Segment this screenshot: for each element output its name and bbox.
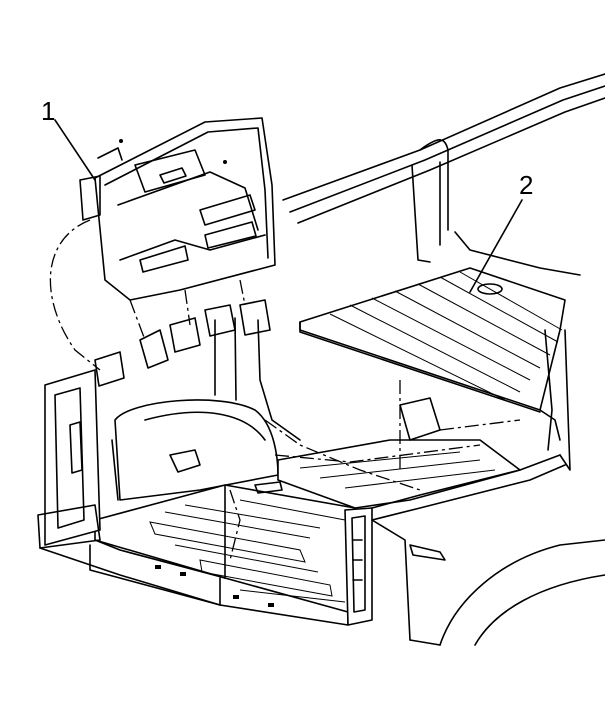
mounting-brackets <box>94 299 301 441</box>
callout-label-2: 2 <box>519 170 534 200</box>
cab-back-panel <box>299 267 566 451</box>
leader-lines <box>54 119 523 293</box>
bed-right-side <box>344 329 605 646</box>
cab-roof <box>282 73 605 276</box>
callout-label-1: 1 <box>41 96 56 126</box>
wheel-well <box>111 399 279 501</box>
bed-floor-rear <box>277 397 521 509</box>
bed-left-side <box>37 369 226 606</box>
bed-floor <box>94 481 356 613</box>
leader-line-1 <box>54 119 96 181</box>
leader-line-2 <box>469 199 523 293</box>
routing-lines <box>49 219 521 561</box>
bed-panel-part-1 <box>79 117 276 301</box>
